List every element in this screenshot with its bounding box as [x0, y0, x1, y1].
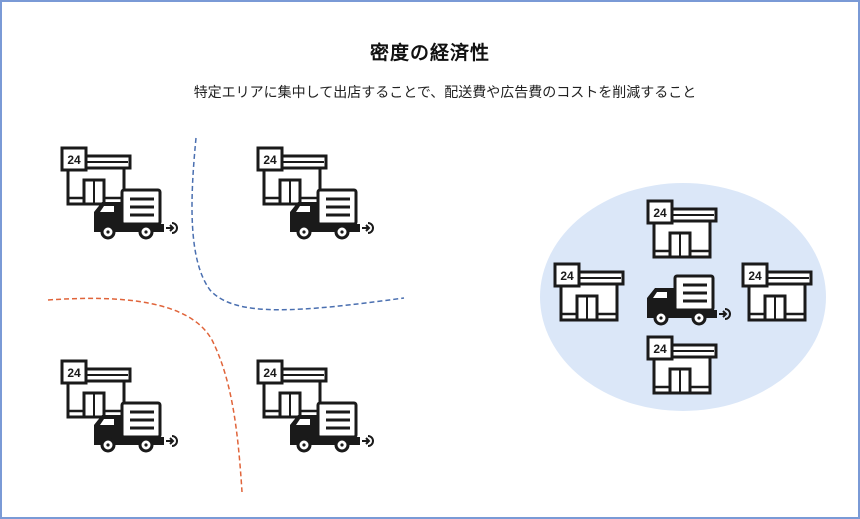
divider-orange: [47, 297, 243, 493]
cluster-store-right: 24: [741, 262, 813, 328]
store-sign-label: 24: [653, 342, 667, 356]
diagram-subtitle: 特定エリアに集中して出店することで、配送費や広告費のコストを削減すること: [193, 85, 697, 101]
store-sign-label: 24: [67, 366, 81, 380]
scattered-store-bottom-left: 24: [60, 359, 179, 453]
store-sign-label: 24: [263, 153, 277, 167]
store-sign-label: 24: [560, 269, 574, 283]
diagram-title: 密度の経済性: [369, 42, 490, 64]
store-sign-label: 24: [653, 206, 667, 220]
cluster-store-left: 24: [553, 262, 625, 328]
divider-blue: [191, 137, 405, 311]
scattered-store-top-left: 24: [60, 146, 179, 240]
cluster-store-top: 24: [646, 199, 718, 265]
scattered-store-top-right: 24: [256, 146, 375, 240]
scattered-store-bottom-right: 24: [256, 359, 375, 453]
store-sign-label: 24: [748, 269, 762, 283]
cluster-store-bottom: 24: [646, 335, 718, 401]
store-sign-label: 24: [67, 153, 81, 167]
store-sign-label: 24: [263, 366, 277, 380]
